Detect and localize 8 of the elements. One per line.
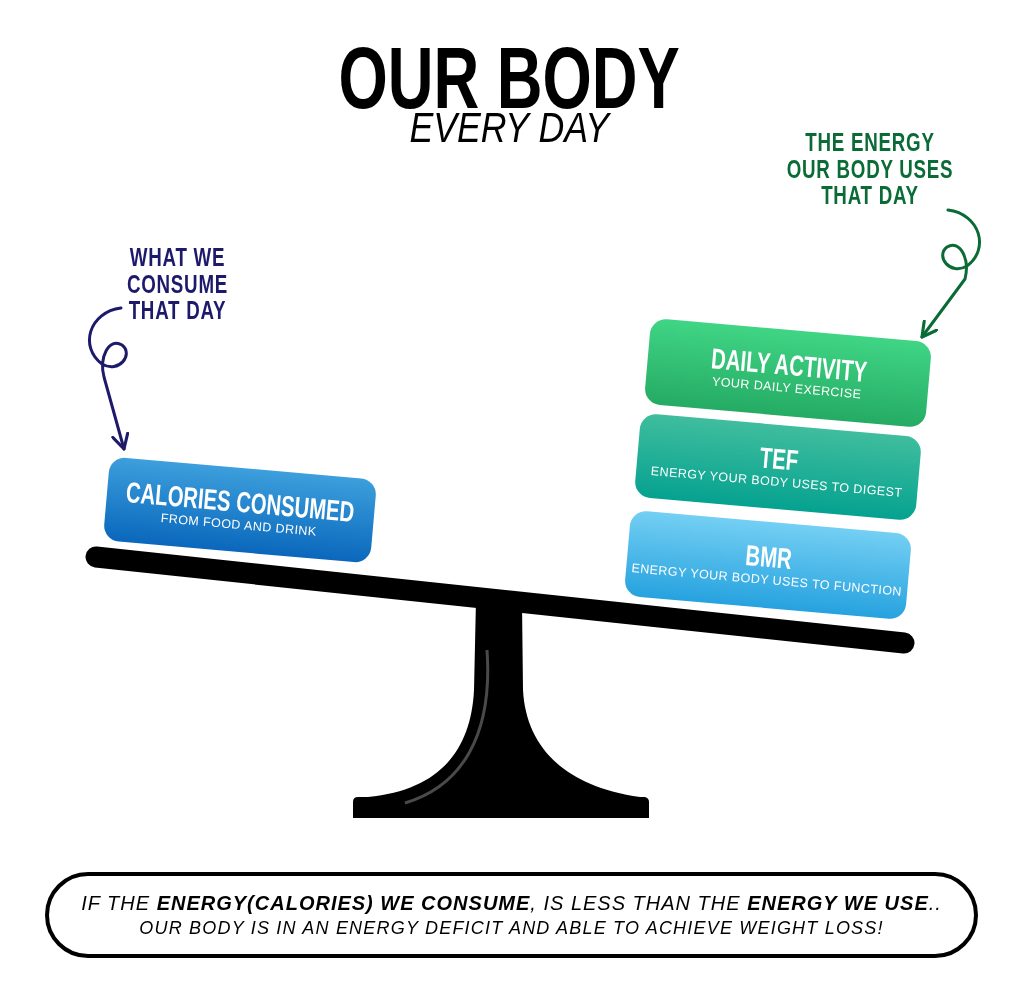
- curly-arrow: [88, 306, 130, 451]
- annotation-text: WHAT WE CONSUME THAT DAY: [122, 244, 232, 324]
- block-heading: BMR: [744, 540, 794, 574]
- annotation-text: THE ENERGY OUR BODY USES THAT DAY: [783, 129, 957, 209]
- summary-conclusion: OUR BODY IS IN AN ENERGY DEFICIT AND ABLE TO ACHIEVE WEIGHT LOSS!: [139, 917, 884, 940]
- summary-statement: IF THE ENERGY(CALORIES) WE CONSUME, IS LESS THAN THE ENERGY WE USE..: [81, 891, 942, 916]
- block-heading: TEF: [758, 442, 800, 476]
- curly-arrow: [920, 208, 981, 339]
